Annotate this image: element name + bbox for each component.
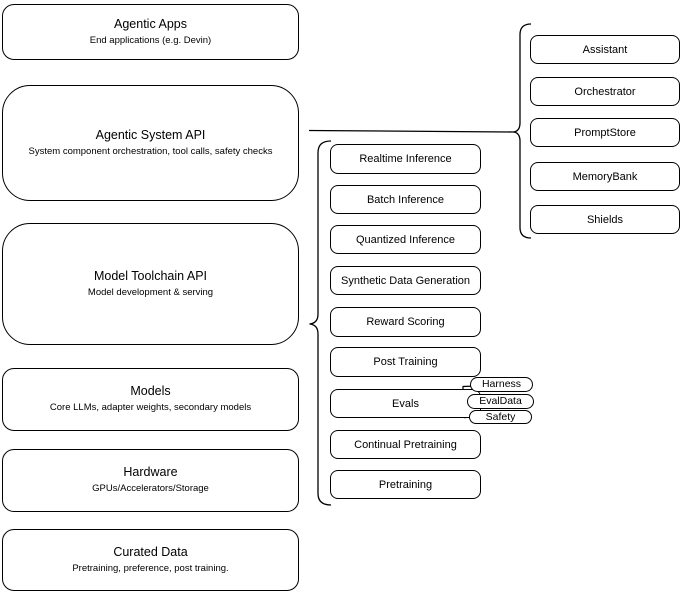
node-continual-pretraining: Continual Pretraining	[330, 430, 481, 459]
node-label: PromptStore	[574, 126, 636, 139]
node-orchestrator: Orchestrator	[530, 77, 680, 106]
system-api-connector-line	[308, 129, 514, 133]
node-label: Synthetic Data Generation	[340, 274, 471, 287]
node-agentic-system-api: Agentic System API System component orch…	[2, 85, 299, 201]
node-synthetic-data-generation: Synthetic Data Generation	[330, 266, 481, 295]
node-eval-evaldata: EvalData	[467, 394, 534, 409]
node-subtitle: Core LLMs, adapter weights, secondary mo…	[49, 402, 252, 414]
node-eval-harness: Harness	[470, 377, 533, 392]
node-label: MemoryBank	[572, 170, 638, 183]
node-label: Post Training	[373, 356, 438, 368]
node-title: Models	[130, 384, 171, 399]
system-brace	[513, 23, 532, 239]
node-memorybank: MemoryBank	[530, 162, 680, 191]
node-models: Models Core LLMs, adapter weights, secon…	[2, 368, 299, 431]
node-realtime-inference: Realtime Inference	[330, 144, 481, 174]
node-title: Curated Data	[113, 544, 188, 559]
node-label: Pretraining	[378, 478, 433, 491]
node-label: Continual Pretraining	[354, 438, 457, 451]
node-subtitle: End applications (e.g. Devin)	[89, 34, 212, 46]
node-reward-scoring: Reward Scoring	[330, 307, 481, 337]
node-subtitle: System component orchestration, tool cal…	[28, 145, 273, 157]
node-post-training: Post Training	[330, 347, 481, 377]
node-pretraining: Pretraining	[330, 470, 481, 499]
node-label: EvalData	[479, 395, 522, 408]
node-model-toolchain-api: Model Toolchain API Model development & …	[2, 223, 299, 345]
node-label: Assistant	[582, 43, 628, 56]
node-title: Model Toolchain API	[93, 268, 208, 283]
node-quantized-inference: Quantized Inference	[330, 225, 481, 254]
node-batch-inference: Batch Inference	[330, 185, 481, 214]
node-subtitle: GPUs/Accelerators/Storage	[92, 483, 209, 495]
node-label: Evals	[392, 397, 419, 410]
node-label: Harness	[481, 378, 522, 391]
node-title: Agentic Apps	[114, 16, 187, 31]
node-hardware: Hardware GPUs/Accelerators/Storage	[2, 449, 299, 512]
node-shields: Shields	[530, 205, 680, 234]
node-promptstore: PromptStore	[530, 118, 680, 147]
node-label: Batch Inference	[366, 193, 445, 206]
node-agentic-apps: Agentic Apps End applications (e.g. Devi…	[2, 4, 299, 60]
node-curated-data: Curated Data Pretraining, preference, po…	[2, 529, 299, 591]
node-subtitle: Model development & serving	[87, 286, 214, 298]
node-assistant: Assistant	[530, 35, 680, 64]
node-title: Hardware	[123, 465, 178, 480]
node-label: Realtime Inference	[359, 153, 452, 165]
node-label: Orchestrator	[574, 85, 636, 98]
node-label: Reward Scoring	[366, 316, 445, 328]
toolchain-brace	[309, 140, 332, 506]
node-title: Agentic System API	[95, 127, 206, 142]
node-label: Quantized Inference	[355, 233, 456, 246]
node-label: Shields	[586, 213, 624, 226]
node-eval-safety: Safety	[469, 410, 532, 424]
node-label: Safety	[485, 410, 516, 423]
node-subtitle: Pretraining, preference, post training.	[72, 562, 229, 574]
node-evals: Evals	[330, 389, 481, 418]
